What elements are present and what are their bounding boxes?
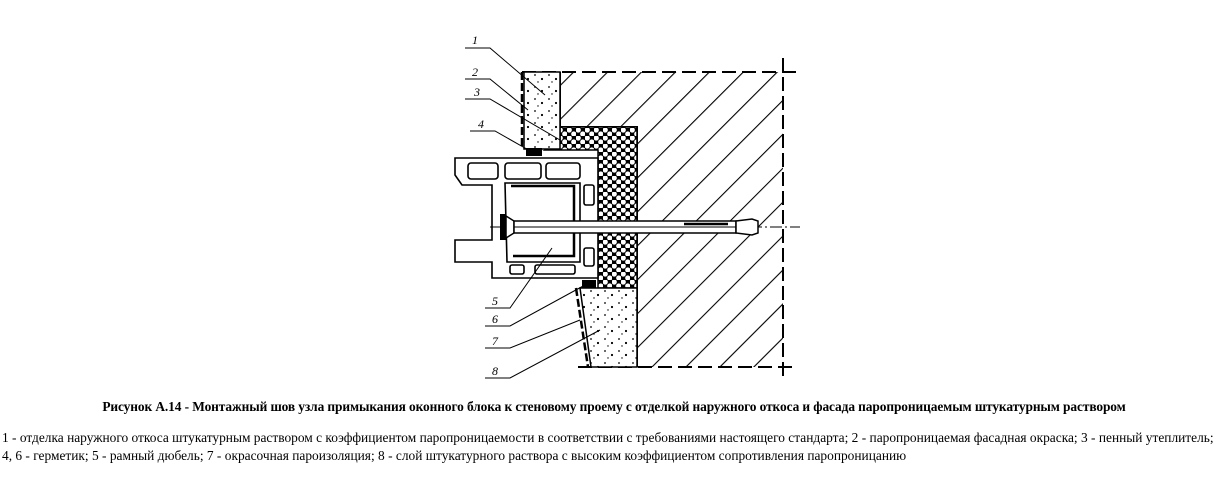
upper-slope-plaster xyxy=(520,71,561,156)
figure-legend: 1 - отделка наружного откоса штукатурным… xyxy=(2,430,1214,463)
callout-5: 5 xyxy=(492,294,498,308)
installation-joint-drawing: 1 2 3 4 5 6 7 8 xyxy=(454,33,800,380)
lower-plaster xyxy=(574,280,638,368)
callout-4: 4 xyxy=(478,117,484,131)
callout-labels xyxy=(465,47,601,379)
callout-7: 7 xyxy=(492,334,499,348)
callout-3: 3 xyxy=(473,85,480,99)
frame-dowel xyxy=(490,214,800,240)
callout-2: 2 xyxy=(472,65,478,79)
callout-8: 8 xyxy=(492,364,498,378)
figure-caption: Рисунок А.14 - Монтажный шов узла примык… xyxy=(102,399,1126,414)
callout-6: 6 xyxy=(492,312,498,326)
callout-1: 1 xyxy=(472,33,478,47)
window-frame-profile xyxy=(454,157,599,279)
